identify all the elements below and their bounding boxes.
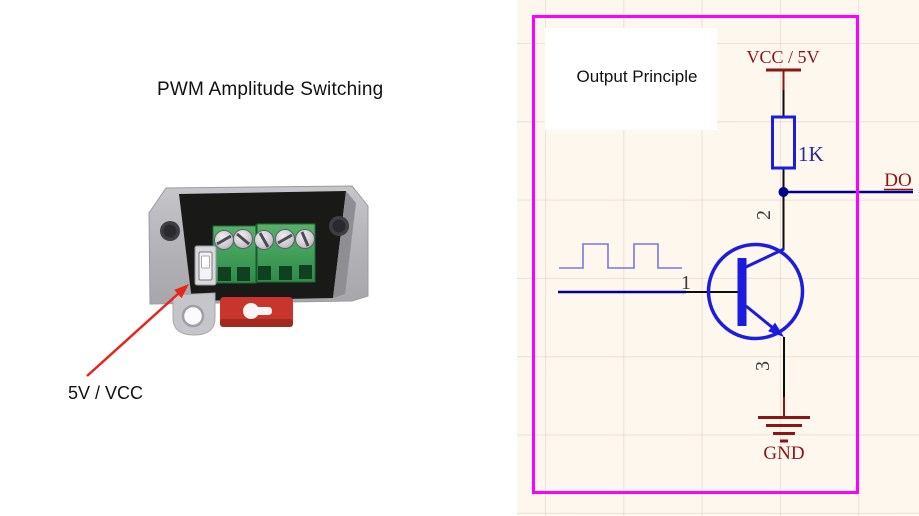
din-rail-clip [220, 297, 293, 327]
transistor-collector-lead [745, 247, 785, 269]
wire-entry [258, 266, 271, 280]
pwm-waveform-icon [559, 243, 682, 269]
schematic-title-box [545, 28, 717, 130]
slide-switch [194, 245, 217, 286]
mounting-hole-right-inner [332, 219, 346, 233]
pin-label-collector: 2 [753, 210, 775, 220]
do-net-label: DO [884, 170, 911, 191]
schematic-border [532, 15, 859, 494]
schematic-drawing: 1K 1 2 3 VCC / 5V [532, 15, 913, 494]
mounting-ear-bottom [172, 292, 216, 336]
schematic-panel: 1K 1 2 3 VCC / 5V [517, 0, 919, 516]
vcc-label: VCC / 5V [746, 47, 819, 67]
photo-title: PWM Amplitude Switching [157, 79, 384, 100]
screw-terminal [233, 229, 253, 249]
pin-label-emitter: 3 [752, 361, 774, 371]
screw-terminal [254, 230, 274, 250]
cavity-inner-wall [333, 191, 356, 298]
transistor-emitter-lead [745, 304, 774, 330]
screw-terminal [214, 230, 234, 250]
mounting-hole-left-inner [163, 224, 177, 238]
mounting-hole-bottom [181, 304, 205, 328]
screw-terminal [275, 229, 295, 249]
wire-entry [279, 266, 292, 280]
screw-terminals [214, 229, 315, 250]
transistor-emitter-arrow [768, 322, 784, 337]
pointer-arrow-icon [86, 284, 189, 377]
pin-label-base: 1 [681, 272, 691, 294]
schematic-title: Output Principle [577, 67, 698, 86]
gnd-symbol [758, 416, 810, 443]
wire-entry [299, 265, 312, 279]
gnd-label: GND [763, 443, 804, 464]
device-photo [86, 185, 369, 377]
resistor-value-label: 1K [798, 142, 824, 166]
photo-panel: PWM Amplitude Switching [68, 79, 384, 403]
transistor-base-bar [737, 258, 747, 326]
voltage-annotation: 5V / VCC [68, 383, 144, 403]
transistor-symbol [706, 242, 805, 341]
wire-entry [218, 267, 231, 281]
junction-dot [778, 187, 789, 197]
resistor-symbol [771, 115, 796, 170]
screw-terminal [295, 229, 315, 249]
wire-entry [237, 267, 250, 281]
